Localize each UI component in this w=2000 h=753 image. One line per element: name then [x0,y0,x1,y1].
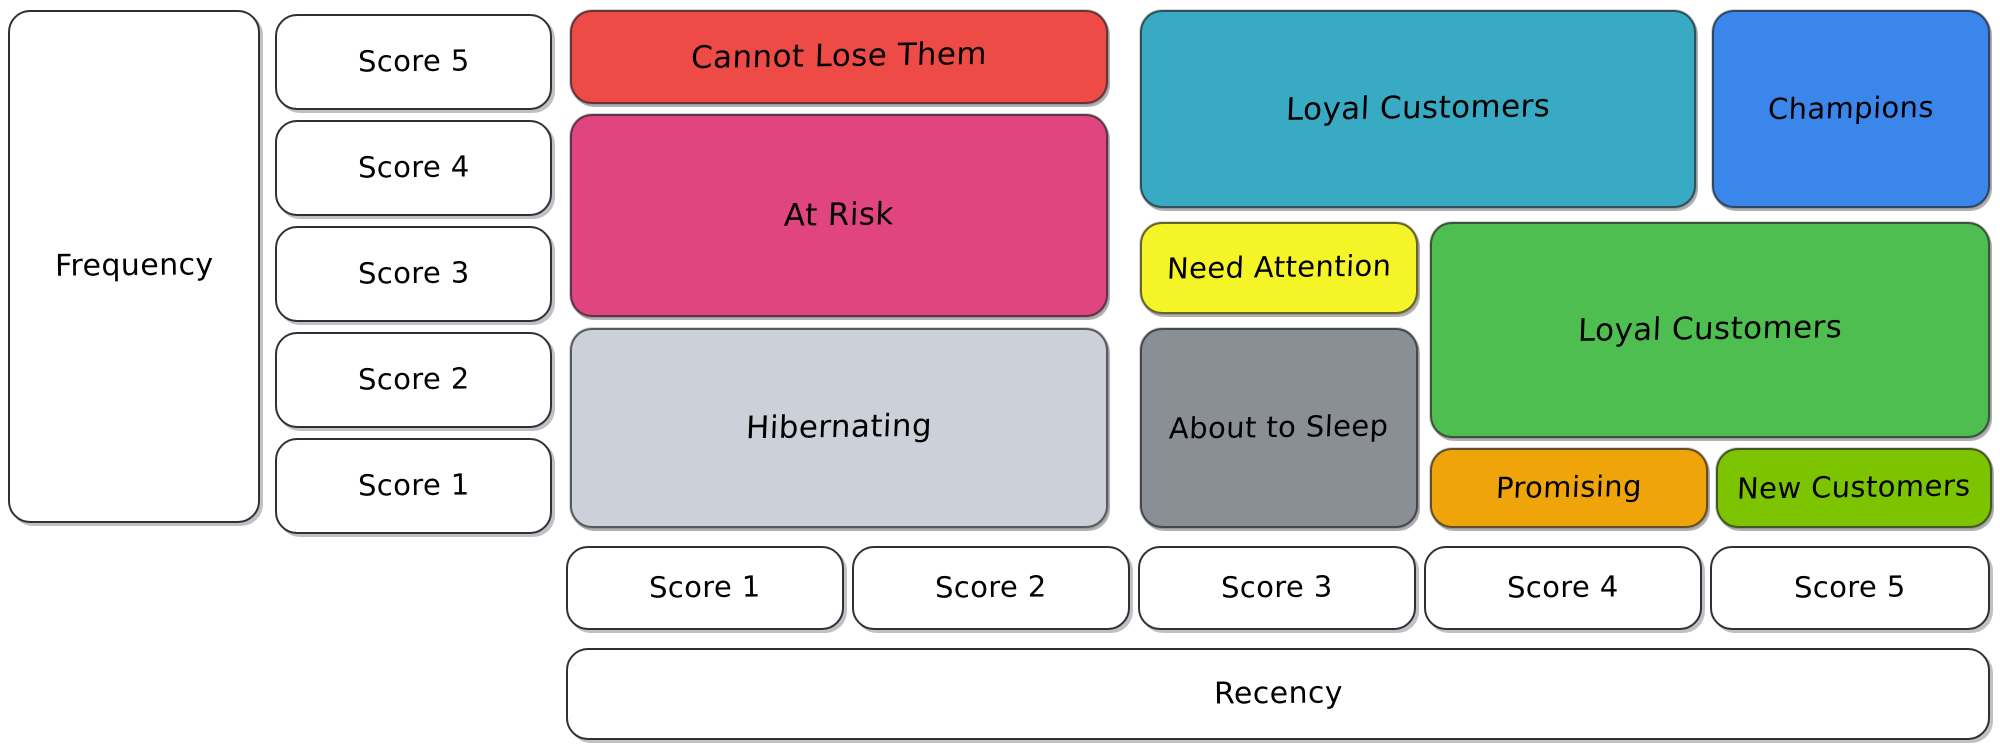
segment-need-attention[interactable]: Need Attention [1140,222,1418,314]
segment-hibernating[interactable]: Hibernating [570,328,1108,528]
recency-score-5-label: Score 5 [1793,569,1906,605]
frequency-axis-label: Frequency [8,10,260,523]
frequency-score-4-label: Score 4 [357,149,470,185]
segment-about-to-sleep[interactable]: About to Sleep [1140,328,1418,528]
frequency-score-1[interactable]: Score 1 [275,438,552,534]
recency-score-1[interactable]: Score 1 [566,546,844,630]
frequency-score-3[interactable]: Score 3 [275,226,552,322]
recency-score-1-label: Score 1 [648,569,761,605]
recency-score-3-label: Score 3 [1220,569,1333,605]
recency-score-3[interactable]: Score 3 [1138,546,1416,630]
segment-loyal-customers-green-label: Loyal Customers [1577,309,1843,350]
frequency-score-5-label: Score 5 [357,43,470,79]
segment-at-risk[interactable]: At Risk [570,114,1108,317]
recency-axis-text: Recency [1213,675,1343,712]
frequency-score-3-label: Score 3 [357,255,470,291]
segment-new-customers[interactable]: New Customers [1716,448,1992,528]
recency-score-5[interactable]: Score 5 [1710,546,1990,630]
segment-promising-label: Promising [1495,469,1643,506]
frequency-score-2[interactable]: Score 2 [275,332,552,428]
segment-promising[interactable]: Promising [1430,448,1708,528]
segment-at-risk-label: At Risk [783,195,895,234]
recency-score-2[interactable]: Score 2 [852,546,1130,630]
segment-cannot-lose-them[interactable]: Cannot Lose Them [570,10,1108,104]
recency-axis-label: Recency [566,648,1990,740]
frequency-score-1-label: Score 1 [357,467,470,503]
segment-new-customers-label: New Customers [1736,468,1972,506]
frequency-axis-text: Frequency [54,247,214,284]
segment-champions[interactable]: Champions [1712,10,1990,208]
segment-about-to-sleep-label: About to Sleep [1168,408,1390,446]
frequency-score-4[interactable]: Score 4 [275,120,552,216]
segment-loyal-customers-teal[interactable]: Loyal Customers [1140,10,1696,208]
frequency-score-2-label: Score 2 [357,361,470,397]
frequency-score-5[interactable]: Score 5 [275,14,552,110]
segment-champions-label: Champions [1767,90,1935,127]
recency-score-4-label: Score 4 [1506,569,1619,605]
recency-score-4[interactable]: Score 4 [1424,546,1702,630]
recency-score-2-label: Score 2 [934,569,1047,605]
segment-need-attention-label: Need Attention [1166,248,1392,286]
segment-loyal-customers-green[interactable]: Loyal Customers [1430,222,1990,438]
segment-cannot-lose-them-label: Cannot Lose Them [690,36,988,77]
segment-loyal-customers-teal-label: Loyal Customers [1285,88,1551,129]
segment-hibernating-label: Hibernating [745,407,933,447]
